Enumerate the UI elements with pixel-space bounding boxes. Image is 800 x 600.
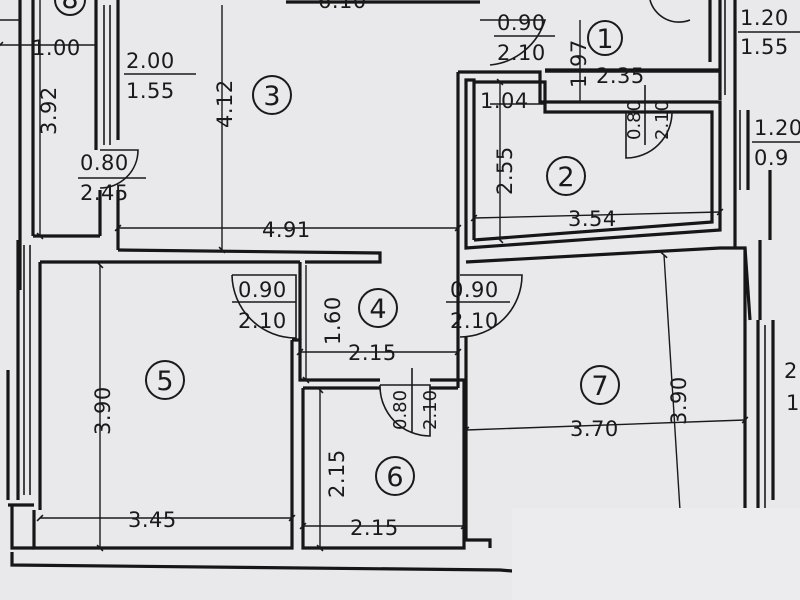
wall-room5-bottom-left: [8, 503, 34, 550]
blank-patch: [512, 508, 800, 600]
dim-3-45: 3.45: [128, 508, 177, 532]
window-marks: [23, 0, 766, 510]
room-number-3: 3: [263, 81, 280, 112]
door-arc-topright: [649, 0, 691, 23]
door-arc-room2: [625, 111, 673, 159]
wall-top-right: [545, 0, 737, 248]
dim-1-00: 1.00: [32, 36, 81, 60]
wall-hall-right: [456, 336, 468, 388]
room-number-6: 6: [386, 462, 403, 493]
dimension-labels: 6.10 1.00 3.92 4.12 4.91 2.35 1.04 1.97 …: [32, 0, 691, 540]
door-arc-room7: [459, 274, 523, 338]
dim-1-04: 1.04: [480, 89, 529, 113]
dim-top-partial: 6.10: [318, 0, 367, 13]
room-number-4: 4: [369, 294, 386, 325]
dim-3-90-right: 3.90: [667, 376, 691, 425]
edge-fragment-2: 2: [784, 359, 798, 383]
door-width-0-90-room7: 0.90: [450, 278, 499, 302]
door-arc-room6: [379, 384, 431, 437]
window-width-1-20-top: 1.20: [740, 6, 789, 30]
window-width-2-00: 2.00: [126, 49, 175, 73]
dim-1-97: 1.97: [567, 39, 591, 88]
door-arc-room5: [231, 274, 297, 339]
door-height-2-10-top: 2.10: [497, 41, 546, 65]
wall-room3-bottom: [33, 234, 382, 264]
door-height-2-10-room7: 2.10: [450, 309, 499, 333]
edge-fragment-1: 1: [786, 391, 800, 415]
dim-3-54: 3.54: [568, 207, 617, 231]
opening-labels: 2.00 1.55 0.80 2.45 0.90 2.10 0.80 2.10 …: [80, 6, 800, 430]
dim-3-90-left: 3.90: [91, 386, 115, 435]
room-number-1: 1: [596, 24, 613, 55]
wall-left-window: [6, 240, 20, 500]
room-number-8: 8: [61, 0, 78, 15]
wall-hall-left: [292, 338, 466, 550]
door-height-2-10-room2: 2.10: [652, 100, 673, 140]
wall-bottom: [10, 552, 561, 577]
door-width-0-80-top: 0.80: [80, 151, 129, 175]
dimension-lines: [0, 0, 749, 552]
wall-room3-left: [94, 0, 120, 250]
window-height-0-9-mid: 0.9: [754, 146, 789, 170]
door-width-0-90-room5: 0.90: [238, 278, 287, 302]
dim-2-15-vertical: 2.15: [325, 449, 349, 498]
dim-4-91: 4.91: [262, 218, 311, 242]
dim-3-92: 3.92: [37, 86, 61, 135]
door-height-2-10-room5: 2.10: [238, 309, 287, 333]
door-arc-top: [480, 19, 547, 66]
door-height-2-10-room6: 2.10: [420, 390, 441, 430]
room-number-7: 7: [591, 371, 608, 402]
walls: [6, 0, 775, 577]
door-height-2-45: 2.45: [80, 181, 129, 205]
dim-2-35: 2.35: [596, 64, 645, 88]
dim-3-70: 3.70: [570, 417, 619, 441]
dim-2-55: 2.55: [493, 146, 517, 195]
fraction-bars: [78, 31, 800, 432]
dim-4-12: 4.12: [213, 79, 237, 128]
dim-2-15-horizontal: 2.15: [350, 516, 399, 540]
window-height-1-55: 1.55: [126, 79, 175, 103]
window-width-1-20-mid: 1.20: [754, 116, 800, 140]
wall-room2-inner: [473, 80, 714, 242]
room-number-circles: [54, 0, 623, 496]
wall-left-outer: [18, 0, 35, 290]
room-number-5: 5: [156, 366, 173, 397]
door-width-0-80-room2: 0.80: [624, 100, 645, 140]
door-swings: [99, 0, 691, 437]
wall-right-edge: [746, 110, 775, 500]
dim-1-60: 1.60: [321, 296, 345, 345]
window-height-1-55-top: 1.55: [740, 35, 789, 59]
wall-room7-right: [743, 240, 762, 520]
door-width-0-90-top: 0.90: [497, 11, 546, 35]
room-number-2: 2: [557, 162, 574, 193]
dim-2-15-hall: 2.15: [348, 341, 397, 365]
room-numbers: 1 2 3 4 5 6 7 8: [61, 0, 613, 493]
wall-room5: [32, 260, 302, 550]
door-width-0-80-room6: 0.80: [390, 390, 411, 430]
door-arc-0-80-2-45: [99, 149, 139, 189]
